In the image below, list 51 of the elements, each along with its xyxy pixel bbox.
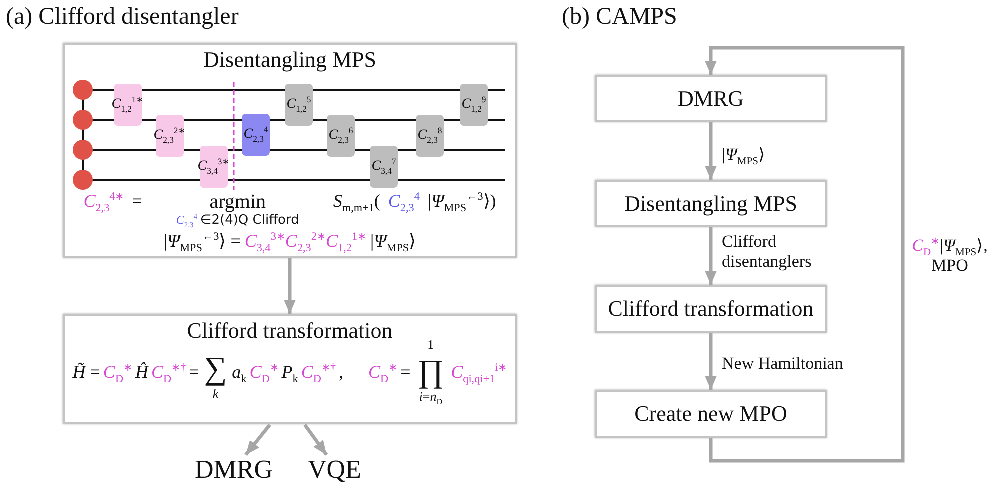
math-term: i=n$_{D}$ bbox=[419, 390, 443, 405]
math-term: k bbox=[212, 386, 219, 402]
gate-box bbox=[285, 84, 313, 126]
gate-box bbox=[327, 115, 355, 157]
gate-box bbox=[200, 146, 228, 188]
process-box bbox=[595, 180, 827, 227]
math-term: ∑ bbox=[204, 350, 228, 387]
math-term: ∏ bbox=[418, 352, 444, 390]
box-title: Clifford transformation bbox=[187, 318, 393, 344]
box-title: Create new MPO bbox=[634, 401, 788, 427]
math-term: = bbox=[132, 191, 142, 212]
method-label: VQE bbox=[308, 455, 362, 485]
math-term: |Ψ$_{MPS}$$^{←3}$⟩) bbox=[428, 191, 496, 212]
process-box bbox=[595, 285, 827, 333]
math-term: , bbox=[339, 362, 344, 383]
box-title: DMRG bbox=[678, 86, 744, 112]
arrow bbox=[705, 227, 717, 285]
panel-label: (a) Clifford disentangler bbox=[6, 4, 239, 31]
math-term: S$_{m,m+1}$( bbox=[333, 191, 380, 212]
math-term: 1 bbox=[428, 338, 434, 353]
math-term: a$_{k}$ bbox=[232, 362, 247, 383]
gate-box bbox=[114, 84, 142, 126]
panel-label: (b) CAMPS bbox=[562, 4, 678, 31]
math-term: H̃ = bbox=[72, 362, 100, 383]
math-term: argmin bbox=[210, 191, 266, 214]
panel-box bbox=[63, 43, 517, 258]
process-box bbox=[595, 390, 827, 438]
math-term: = bbox=[400, 362, 411, 383]
gate-box bbox=[156, 115, 184, 157]
arrow bbox=[705, 333, 717, 390]
arrow bbox=[244, 424, 272, 456]
arrow bbox=[284, 258, 296, 314]
arrow bbox=[304, 424, 328, 456]
gate-box bbox=[416, 115, 444, 157]
arrow bbox=[705, 122, 717, 180]
math-term: |Ψ$_{MPS}$⟩ bbox=[370, 231, 416, 252]
gate-box bbox=[460, 84, 488, 126]
gate-box bbox=[370, 146, 398, 188]
math-term: ∈2(4)Q Clifford bbox=[200, 214, 300, 229]
math-term: = bbox=[189, 362, 200, 383]
math-term: |Ψ$_{MPS}$$^{←3}$⟩ = bbox=[164, 231, 241, 252]
math-term: P$_{k}$ bbox=[282, 362, 298, 383]
box-title: Disentangling MPS bbox=[204, 47, 376, 72]
box-title: Disentangling MPS bbox=[624, 190, 798, 216]
method-label: DMRG bbox=[195, 455, 274, 485]
gate-box bbox=[242, 114, 270, 156]
math-term: Ĥ bbox=[136, 362, 148, 383]
panel-box bbox=[63, 314, 517, 424]
feedback-arrow bbox=[705, 46, 905, 463]
box-title: Clifford transformation bbox=[608, 296, 814, 322]
process-box bbox=[595, 75, 827, 122]
